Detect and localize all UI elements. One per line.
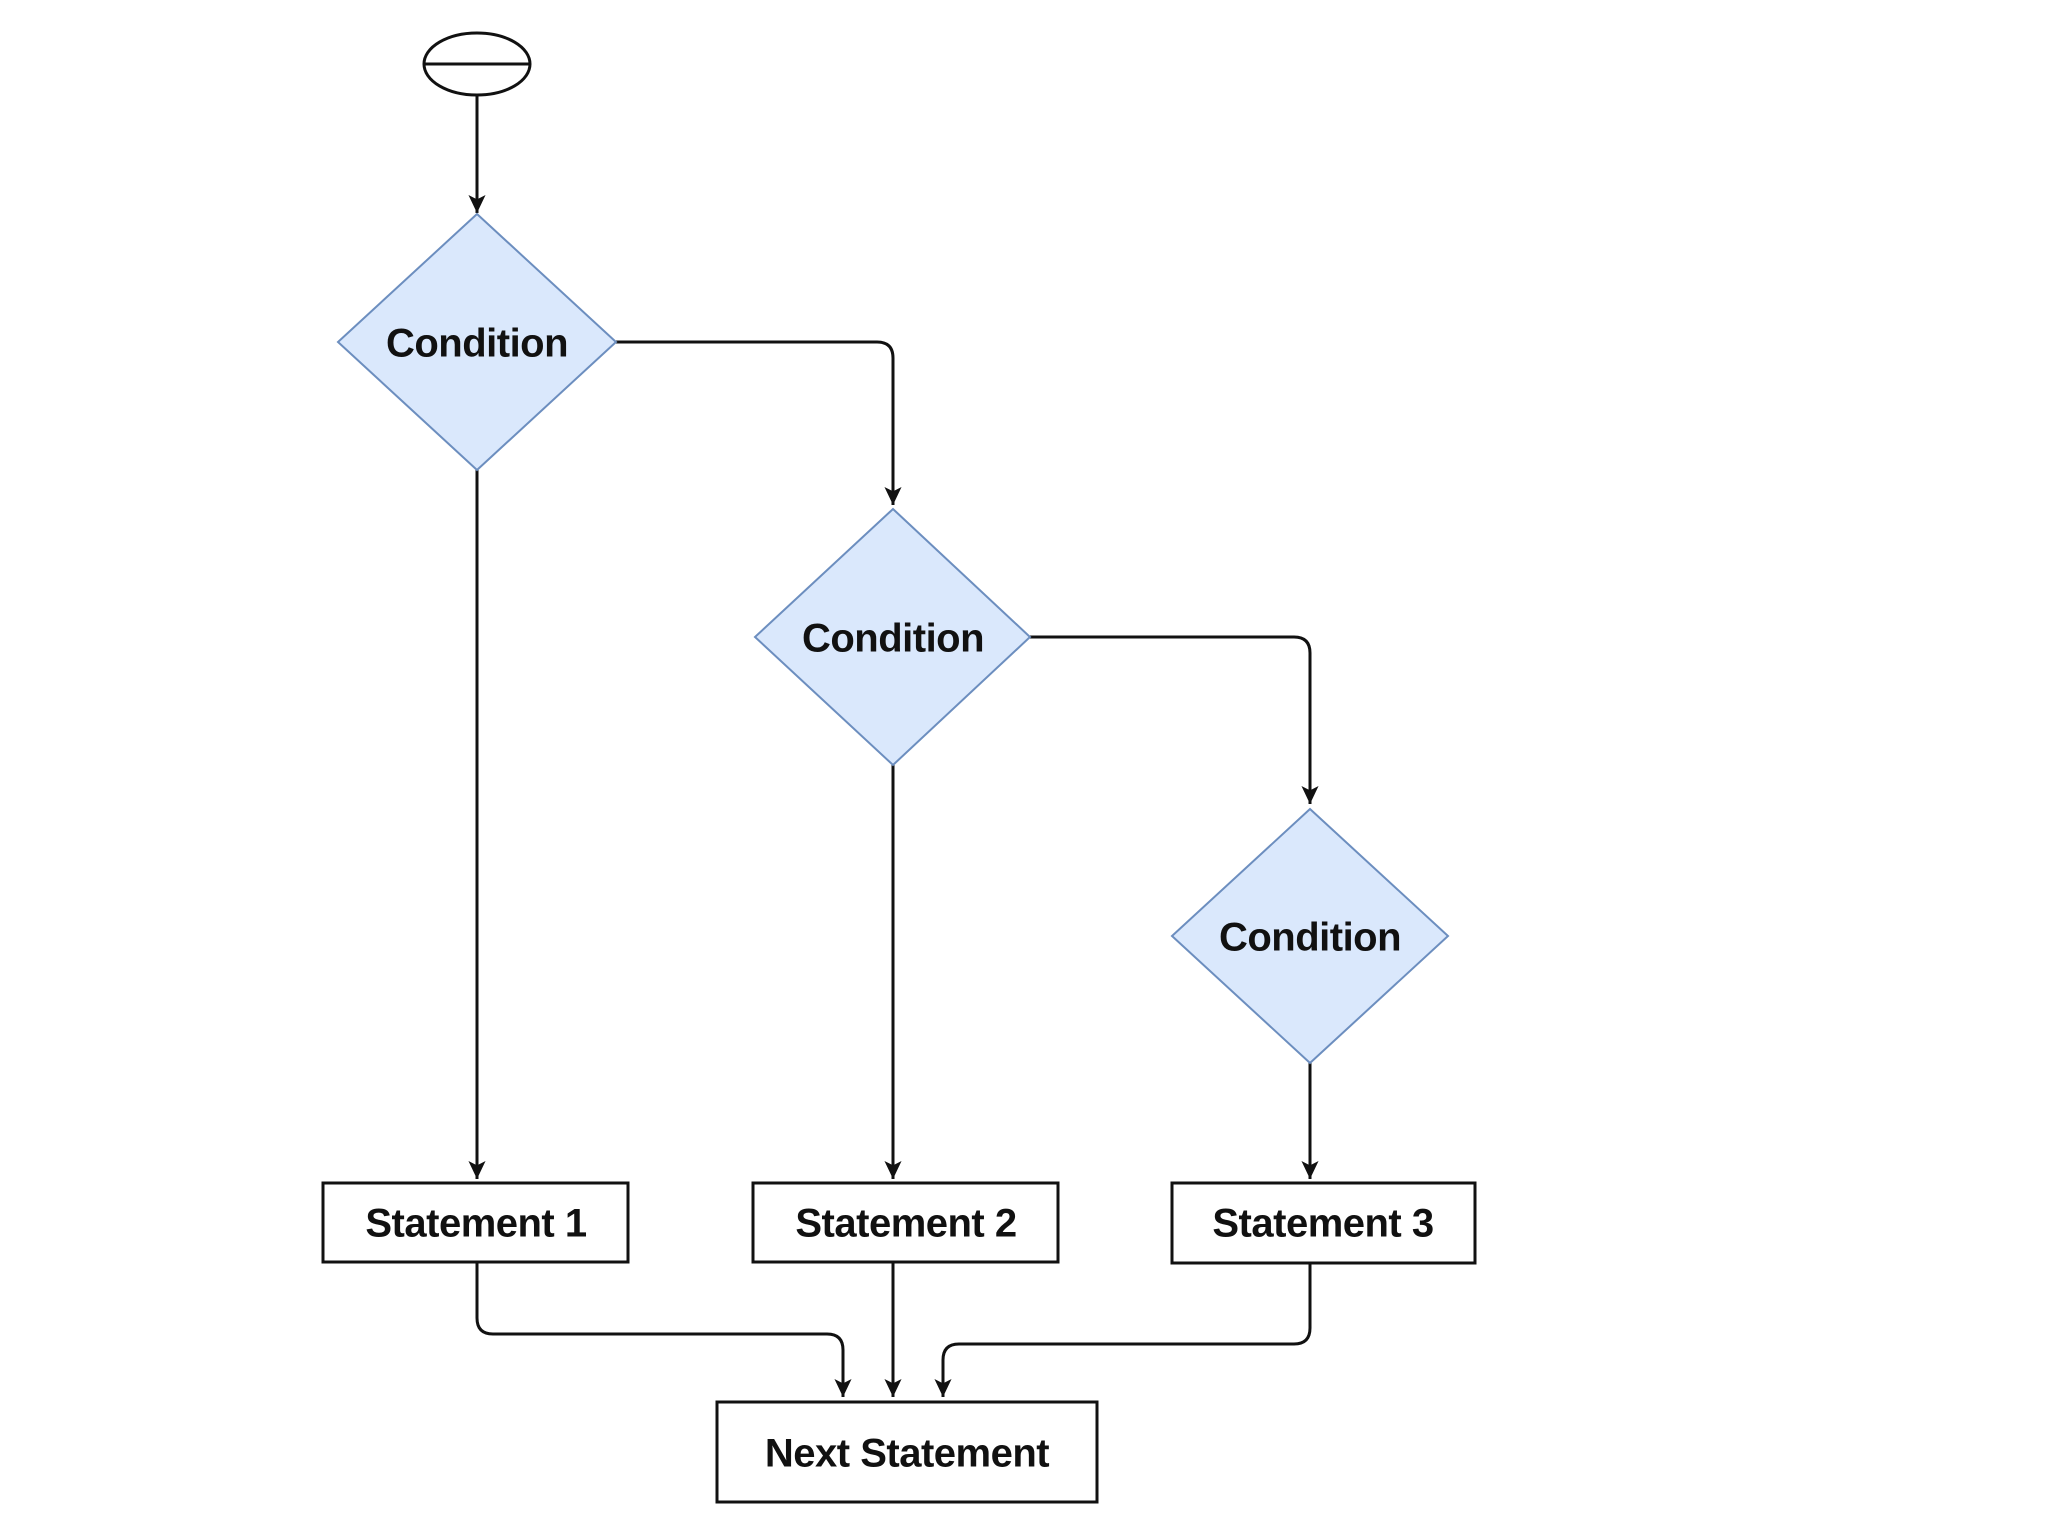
statement3-label: Statement 3 xyxy=(1212,1201,1434,1246)
edge-condition2-to-condition3 xyxy=(1030,635,1319,804)
condition3-diamond xyxy=(1170,807,1450,1065)
condition3-label: Condition xyxy=(1218,915,1402,960)
statement1-label: Statement 1 xyxy=(365,1201,587,1246)
condition1-label: Condition xyxy=(385,321,569,366)
condition1-diamond xyxy=(336,212,618,472)
edge-condition1-to-condition2 xyxy=(616,340,902,505)
edge-statement1-to-next xyxy=(475,1262,852,1397)
next-statement-box xyxy=(715,1400,1099,1504)
condition2-diamond xyxy=(753,507,1032,767)
statement2-label: Statement 2 xyxy=(795,1201,1017,1246)
statement3-box xyxy=(1170,1181,1477,1265)
statement1-box xyxy=(321,1181,630,1264)
edge-statement3-to-next xyxy=(934,1262,1312,1397)
next-statement-label: Next Statement xyxy=(764,1431,1050,1476)
statement2-box xyxy=(751,1181,1060,1264)
condition2-label: Condition xyxy=(801,616,985,661)
